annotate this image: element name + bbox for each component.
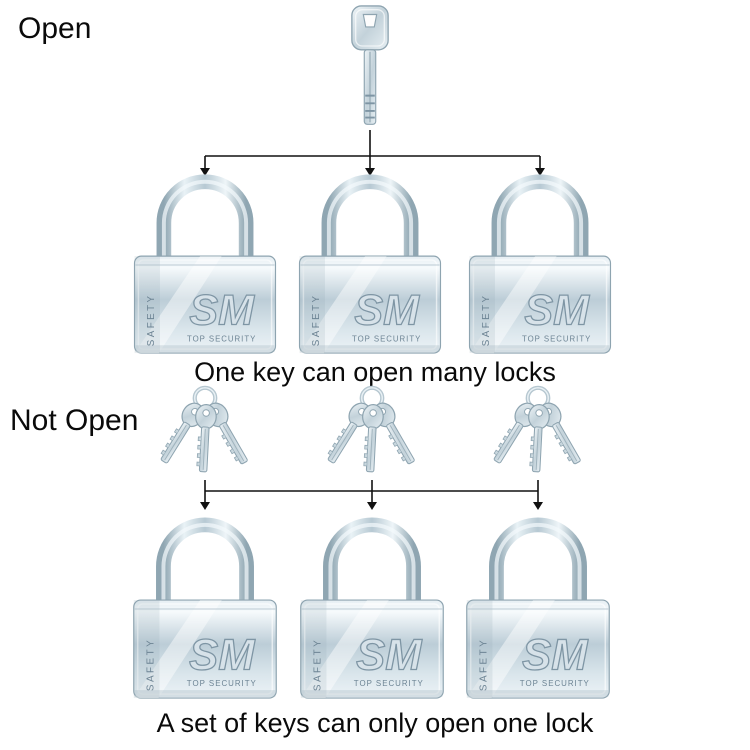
padlock-icon — [130, 513, 280, 701]
padlock-icon — [463, 513, 613, 701]
keys-bundle-icon — [297, 385, 447, 483]
open-label: Open — [18, 12, 92, 45]
padlock-icon — [295, 170, 445, 356]
arrow-branch-not-open — [204, 480, 539, 502]
keys-bundle-icon — [130, 385, 280, 483]
key-icon — [342, 4, 398, 130]
not-open-label: Not Open — [10, 404, 139, 437]
padlock-icon — [465, 170, 615, 356]
open-caption: One key can open many locks — [194, 357, 556, 387]
arrowheads-not-open — [200, 502, 543, 510]
arrow-branch-open — [204, 130, 541, 168]
not-open-caption: A set of keys can only open one lock — [156, 708, 594, 738]
padlock-icon — [297, 513, 447, 701]
padlock-icon — [130, 170, 280, 356]
keys-bundle-icon — [463, 385, 613, 483]
